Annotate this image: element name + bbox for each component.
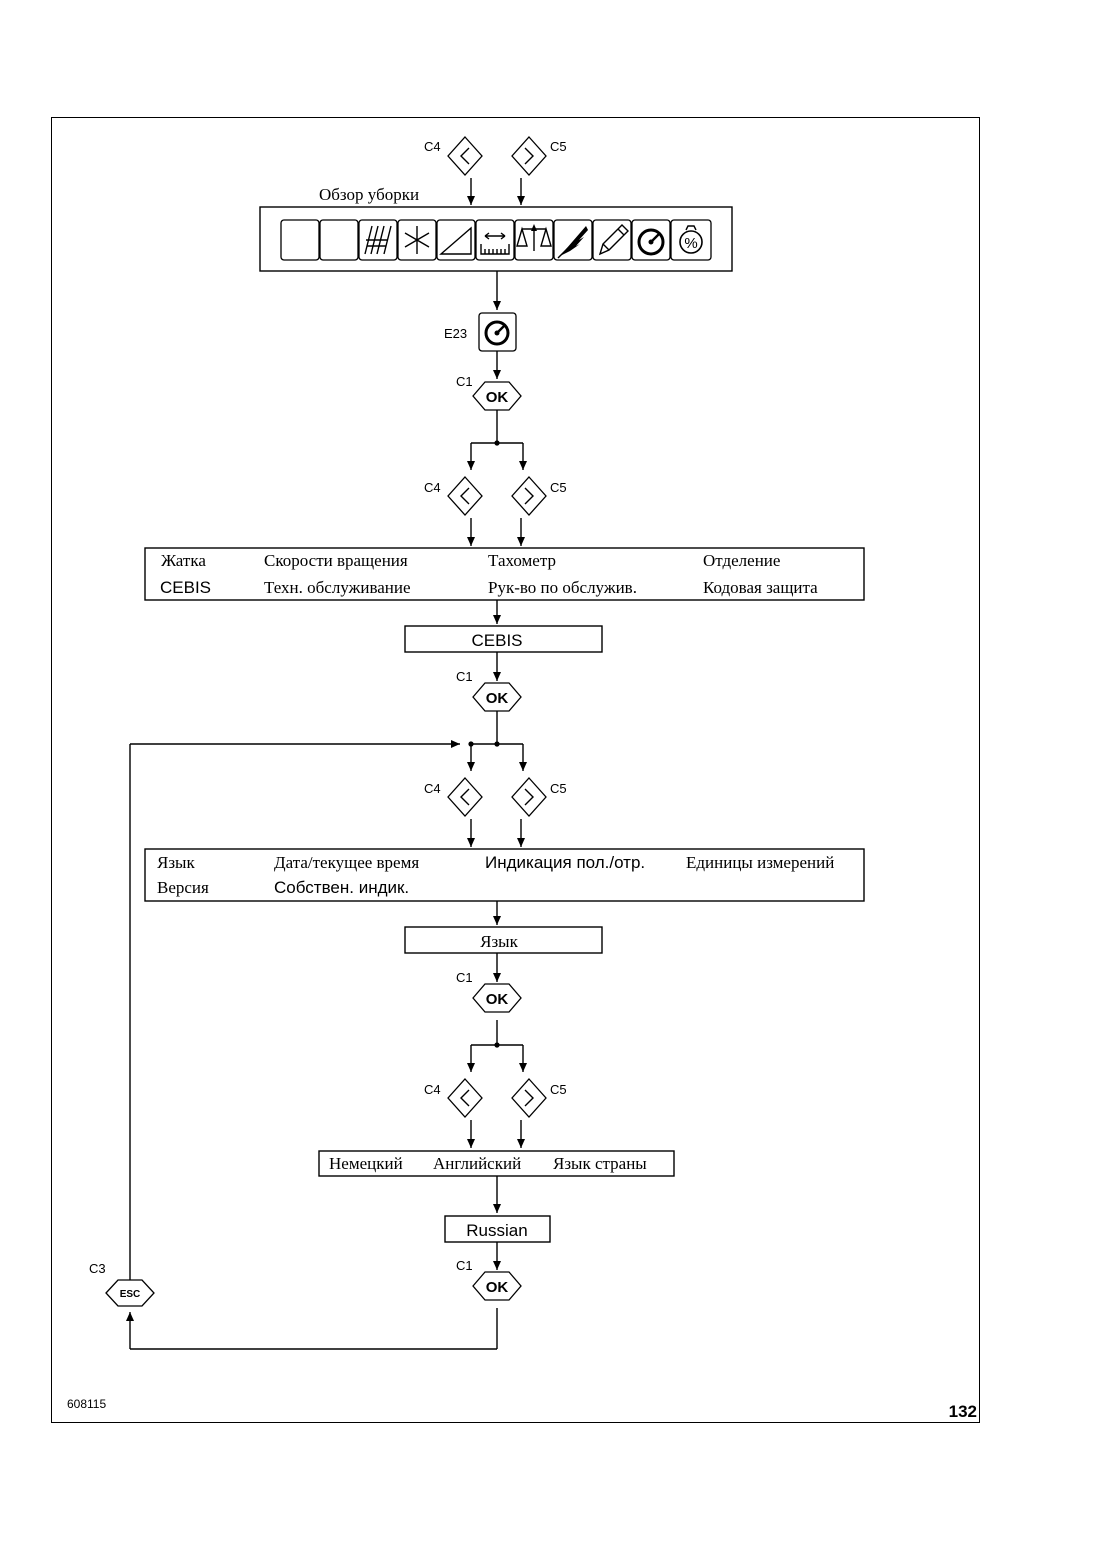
menu-2-frame bbox=[144, 848, 865, 902]
percent-gear-icon[interactable]: % bbox=[670, 219, 712, 261]
right-key-c5-top[interactable] bbox=[511, 136, 547, 176]
selected-box-russian bbox=[444, 1215, 551, 1243]
key-label-c5: C5 bbox=[550, 1082, 567, 1097]
selected-box-russian-label: Russian bbox=[466, 1221, 527, 1240]
left-key-c4-top[interactable] bbox=[447, 136, 483, 176]
right-key-c5-4[interactable] bbox=[511, 1078, 547, 1118]
menu-item[interactable]: Тахометр bbox=[488, 551, 556, 570]
key-label-c1: C1 bbox=[456, 669, 473, 684]
key-label-c5: C5 bbox=[550, 139, 567, 154]
ok-label: OK bbox=[486, 389, 509, 406]
key-label-c1: C1 bbox=[456, 970, 473, 985]
page-frame bbox=[51, 117, 980, 1423]
key-label-c5: C5 bbox=[550, 480, 567, 495]
left-key-c4-3[interactable] bbox=[447, 777, 483, 817]
blank-icon[interactable] bbox=[319, 219, 359, 261]
key-label-c1: C1 bbox=[456, 1258, 473, 1273]
header-reel-icon[interactable] bbox=[358, 219, 398, 261]
menu-3-frame bbox=[318, 1150, 675, 1177]
right-key-c5-3[interactable] bbox=[511, 777, 547, 817]
overview-title: Обзор уборки bbox=[319, 185, 419, 204]
ok-button-4[interactable]: OK bbox=[472, 1271, 522, 1301]
blank-icon[interactable] bbox=[280, 219, 320, 261]
menu-1-frame bbox=[144, 547, 865, 601]
key-label-c4: C4 bbox=[424, 1082, 441, 1097]
key-label-c3: C3 bbox=[89, 1261, 106, 1276]
menu-item[interactable]: Версия bbox=[157, 878, 209, 897]
left-key-c4-4[interactable] bbox=[447, 1078, 483, 1118]
key-label-c4: C4 bbox=[424, 139, 441, 154]
left-key-c4-2[interactable] bbox=[447, 476, 483, 516]
icon-bar: % bbox=[280, 219, 712, 261]
wheat-ear-icon[interactable] bbox=[553, 219, 593, 261]
esc-button[interactable]: ESC bbox=[105, 1279, 155, 1307]
ok-label: OK bbox=[486, 690, 509, 707]
speedometer-icon-e23[interactable] bbox=[478, 312, 517, 352]
selected-box-cebis-label: CEBIS bbox=[471, 631, 522, 650]
selected-box-language-label: Язык bbox=[480, 932, 518, 951]
menu-item[interactable]: CEBIS bbox=[160, 578, 211, 597]
menu-item[interactable]: Язык страны bbox=[553, 1154, 647, 1173]
menu-item[interactable]: Собствен. индик. bbox=[274, 878, 409, 897]
menu-item[interactable]: Рук-во по обслужив. bbox=[488, 578, 637, 597]
ok-button-1[interactable]: OK bbox=[472, 381, 522, 411]
menu-item[interactable]: Немецкий bbox=[329, 1154, 403, 1173]
menu-item[interactable]: Индикация пол./отр. bbox=[485, 853, 645, 872]
asterisk-icon[interactable] bbox=[397, 219, 437, 261]
menu-item[interactable]: Кодовая защита bbox=[703, 578, 818, 597]
menu-item[interactable]: Жатка bbox=[161, 551, 206, 570]
menu-item[interactable]: Техн. обслуживание bbox=[264, 578, 411, 597]
menu-item[interactable]: Скорости вращения bbox=[264, 551, 408, 570]
menu-item[interactable]: Язык bbox=[157, 853, 195, 872]
ok-label: OK bbox=[486, 991, 509, 1008]
right-key-c5-2[interactable] bbox=[511, 476, 547, 516]
selected-box-cebis bbox=[404, 625, 603, 653]
menu-item[interactable]: Единицы измерений bbox=[686, 853, 834, 872]
key-label-c4: C4 bbox=[424, 781, 441, 796]
pencil-icon[interactable] bbox=[592, 219, 632, 261]
key-label-c5: C5 bbox=[550, 781, 567, 796]
esc-label: ESC bbox=[120, 1289, 141, 1300]
figure-code: 608115 bbox=[67, 1397, 106, 1411]
key-label-e23: E23 bbox=[444, 326, 467, 341]
ok-button-3[interactable]: OK bbox=[472, 983, 522, 1013]
speedometer-icon[interactable] bbox=[631, 219, 671, 261]
ok-button-2[interactable]: OK bbox=[472, 682, 522, 712]
key-label-c4: C4 bbox=[424, 480, 441, 495]
width-measure-icon[interactable] bbox=[475, 219, 515, 261]
ok-label: OK bbox=[486, 1279, 509, 1296]
page-number: 132 bbox=[949, 1402, 977, 1421]
menu-item[interactable]: Отделение bbox=[703, 551, 780, 570]
key-label-c1: C1 bbox=[456, 374, 473, 389]
menu-item[interactable]: Дата/текущее время bbox=[274, 853, 419, 872]
menu-item[interactable]: Английский bbox=[433, 1154, 521, 1173]
ramp-icon[interactable] bbox=[436, 219, 476, 261]
selected-box-language bbox=[404, 926, 603, 954]
scale-icon[interactable] bbox=[514, 219, 554, 261]
svg-text:%: % bbox=[684, 235, 697, 252]
